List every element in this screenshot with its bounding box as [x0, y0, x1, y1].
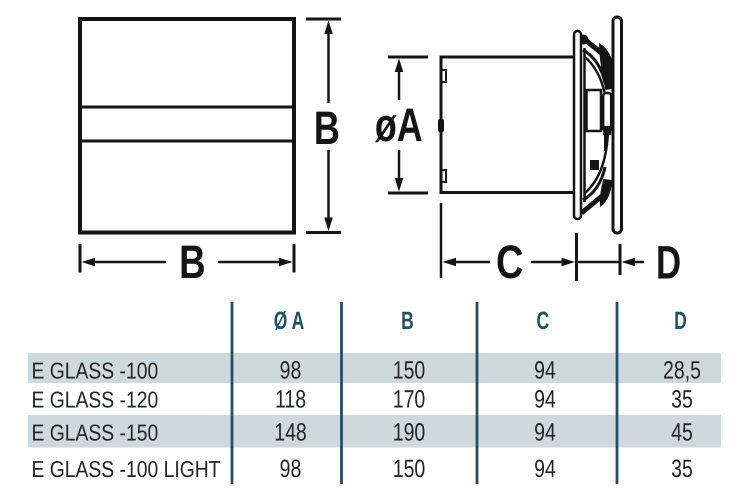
svg-text:150: 150	[393, 455, 426, 483]
svg-text:170: 170	[393, 386, 426, 414]
svg-text:E GLASS -120: E GLASS -120	[32, 387, 159, 413]
svg-text:B: B	[401, 307, 414, 335]
svg-text:D: D	[656, 236, 681, 289]
svg-text:E GLASS -100: E GLASS -100	[32, 358, 159, 384]
svg-text:E GLASS -100 LIGHT: E GLASS -100 LIGHT	[32, 456, 221, 482]
svg-text:28,5: 28,5	[663, 357, 701, 385]
svg-text:45: 45	[671, 419, 693, 447]
svg-text:148: 148	[274, 419, 307, 447]
svg-text:C: C	[536, 307, 549, 335]
svg-text:øA: øA	[375, 98, 423, 151]
svg-text:94: 94	[534, 357, 556, 385]
svg-text:35: 35	[671, 455, 693, 483]
svg-text:B: B	[179, 235, 205, 288]
svg-text:94: 94	[534, 386, 556, 414]
svg-text:150: 150	[393, 357, 426, 385]
svg-text:B: B	[314, 101, 340, 154]
svg-text:D: D	[674, 307, 687, 335]
svg-text:94: 94	[534, 419, 556, 447]
svg-text:98: 98	[280, 455, 302, 483]
svg-text:C: C	[496, 235, 524, 288]
svg-text:98: 98	[280, 357, 302, 385]
svg-text:118: 118	[275, 386, 306, 414]
svg-text:35: 35	[671, 386, 693, 414]
svg-text:94: 94	[534, 455, 556, 483]
svg-text:E GLASS -150: E GLASS -150	[32, 420, 159, 446]
svg-text:190: 190	[393, 419, 426, 447]
svg-text:Ø A: Ø A	[274, 307, 304, 335]
